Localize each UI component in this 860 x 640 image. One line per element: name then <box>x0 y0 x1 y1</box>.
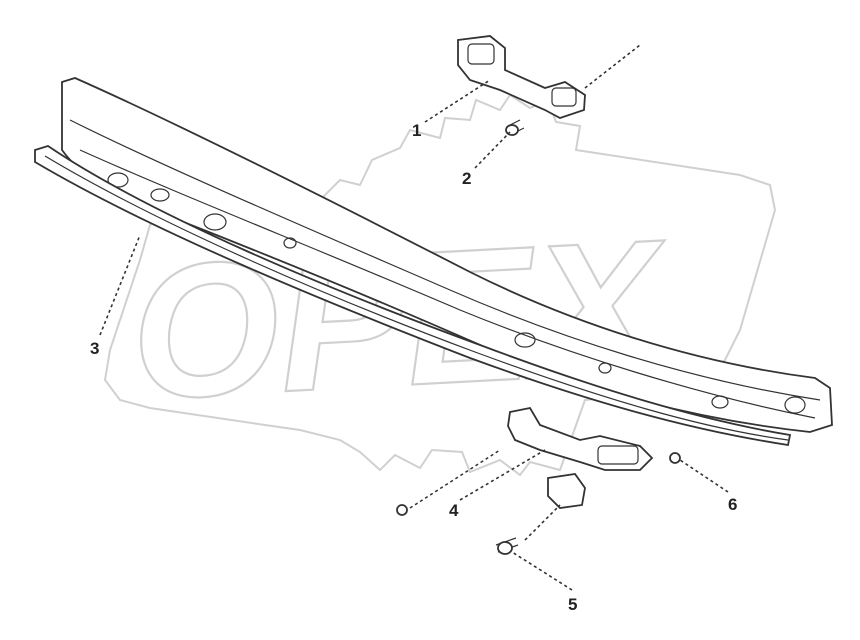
fastener-left <box>396 504 408 516</box>
watermark-gear-outline <box>103 93 777 477</box>
watermark-logo <box>103 93 777 477</box>
leader-5b <box>524 504 561 541</box>
upper-bracket <box>457 35 586 119</box>
screw-part-5-head <box>497 541 513 555</box>
clip-body <box>547 473 586 509</box>
nut-part-6 <box>669 452 681 464</box>
seal-strip <box>34 145 792 447</box>
callout-6: 6 <box>728 495 737 514</box>
bolt-part-2-head <box>505 124 519 136</box>
cowl-panel <box>61 77 833 433</box>
lower-bracket <box>507 406 654 471</box>
cowl-inner-rib <box>69 119 821 401</box>
nut-part-6-body <box>669 452 681 464</box>
callout-5: 5 <box>568 595 577 614</box>
upper-bracket-pad-left <box>467 43 495 65</box>
cowl-lower-rib <box>79 149 816 419</box>
upper-bracket-body <box>457 35 586 119</box>
leader-2 <box>474 131 511 169</box>
seal-strip-outer <box>34 145 792 447</box>
lower-bracket-body <box>507 406 654 471</box>
callout-4: 4 <box>449 501 459 520</box>
seal-strip-inner <box>44 155 789 441</box>
leader-4 <box>459 449 546 501</box>
leader-1b <box>584 44 641 89</box>
screw-part-5 <box>495 537 519 555</box>
leader-lines <box>99 44 729 591</box>
leader-1 <box>424 79 491 123</box>
fastener-left-body <box>396 504 408 516</box>
cowl-holes <box>107 172 806 414</box>
leader-6 <box>679 459 729 493</box>
upper-bracket-pad-right <box>551 87 577 107</box>
leader-4b <box>409 449 501 509</box>
callout-numbers: 1 2 3 4 5 6 <box>90 121 737 614</box>
lower-bracket-pad <box>597 445 639 465</box>
leader-5 <box>511 551 573 591</box>
callout-2: 2 <box>462 169 471 188</box>
callout-3: 3 <box>90 339 99 358</box>
callout-1: 1 <box>412 121 421 140</box>
clip-part <box>547 473 586 509</box>
